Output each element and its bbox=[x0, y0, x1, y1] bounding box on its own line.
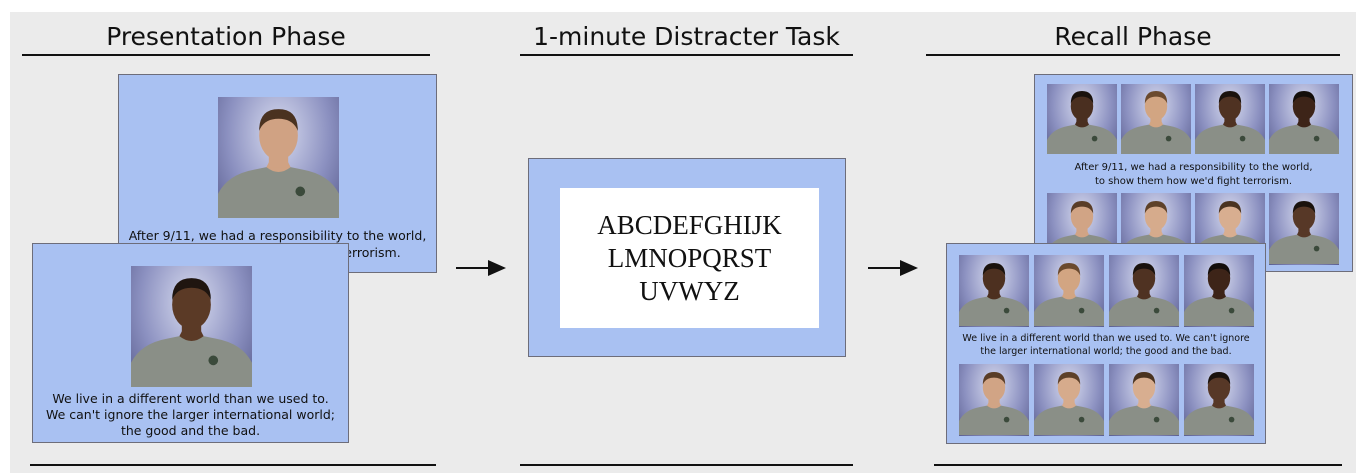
distracter-top-rule bbox=[520, 54, 853, 56]
face-photo bbox=[1269, 193, 1339, 265]
face-photo bbox=[1184, 364, 1254, 436]
face-photo bbox=[1184, 255, 1254, 327]
recall-front-caption: We live in a different world than we use… bbox=[962, 333, 1250, 357]
face-photo bbox=[1195, 84, 1265, 154]
recall-slide-back: After 9/11, we had a responsibility to t… bbox=[1034, 74, 1353, 272]
recall-phase-heading: Recall Phase bbox=[1054, 22, 1212, 51]
right-arrow-icon bbox=[456, 260, 506, 276]
face-photo bbox=[1109, 364, 1179, 436]
recall-slide-front: We live in a different world than we use… bbox=[946, 243, 1266, 444]
recall-bottom-rule bbox=[934, 464, 1342, 466]
distracter-bottom-rule bbox=[520, 464, 853, 466]
face-photo bbox=[1034, 255, 1104, 327]
right-arrow-icon bbox=[868, 260, 918, 276]
distracter-task-heading: 1-minute Distracter Task bbox=[533, 22, 840, 51]
distracter-slide: ABCDEFGHIJK LMNOPQRST UVWYZ bbox=[528, 158, 846, 357]
face-photo bbox=[131, 266, 252, 387]
alphabet-line: LMNOPQRST bbox=[607, 242, 772, 273]
face-photo bbox=[1109, 255, 1179, 327]
face-photo bbox=[218, 97, 339, 218]
alphabet-box: ABCDEFGHIJK LMNOPQRST UVWYZ bbox=[560, 188, 819, 328]
face-photo bbox=[959, 364, 1029, 436]
face-photo bbox=[1034, 364, 1104, 436]
face-photo bbox=[959, 255, 1029, 327]
recall-top-rule bbox=[926, 54, 1340, 56]
recall-back-caption: After 9/11, we had a responsibility to t… bbox=[1074, 162, 1313, 187]
face-photo bbox=[1047, 84, 1117, 154]
presentation-phase-heading: Presentation Phase bbox=[106, 22, 346, 51]
alphabet-line: UVWYZ bbox=[639, 275, 740, 306]
presentation-bottom-rule bbox=[30, 464, 436, 466]
presentation-front-caption: We live in a different world than we use… bbox=[45, 391, 335, 438]
presentation-top-rule bbox=[22, 54, 430, 56]
presentation-slide-front: We live in a different world than we use… bbox=[32, 243, 349, 443]
face-photo bbox=[1121, 84, 1191, 154]
alphabet-line: ABCDEFGHIJK bbox=[597, 209, 782, 240]
face-photo bbox=[1269, 84, 1339, 154]
